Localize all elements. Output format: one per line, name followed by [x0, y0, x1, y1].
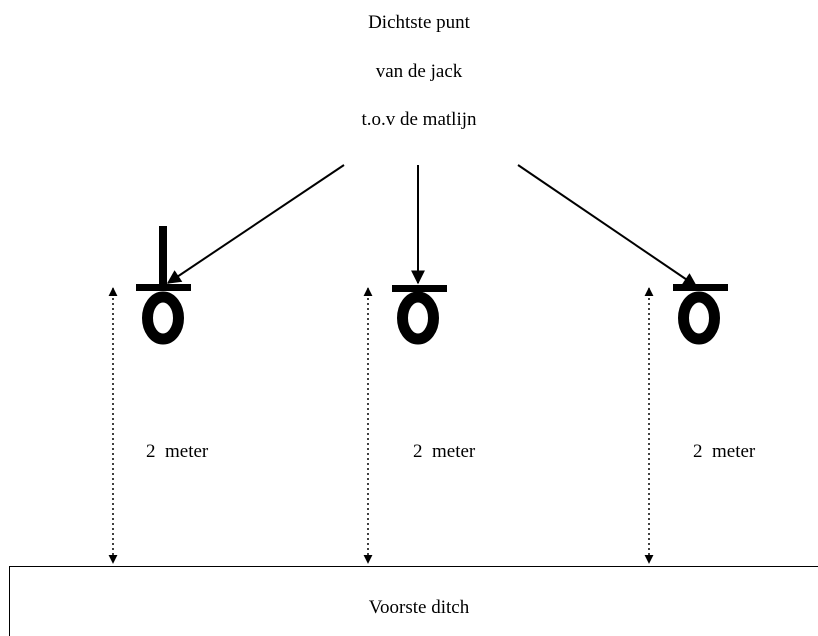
jack-icon	[136, 226, 191, 345]
title-line-2: van de jack	[375, 61, 463, 82]
pointer-arrow-right	[517, 164, 698, 287]
ditch-label: Voorste ditch	[368, 597, 470, 618]
distance-label-left: 2 meter	[146, 441, 209, 462]
pointer-arrow-left	[166, 164, 345, 284]
title-line-1: Dichtste punt	[368, 12, 470, 33]
diagram-canvas	[108, 164, 728, 564]
ditch-box	[9, 566, 818, 636]
jack-icon	[392, 285, 447, 345]
jack-icon	[673, 284, 728, 345]
distance-label-right: 2 meter	[693, 441, 756, 462]
title-line-3: t.o.v de matlijn	[361, 109, 477, 130]
distance-label-middle: 2 meter	[413, 441, 476, 462]
